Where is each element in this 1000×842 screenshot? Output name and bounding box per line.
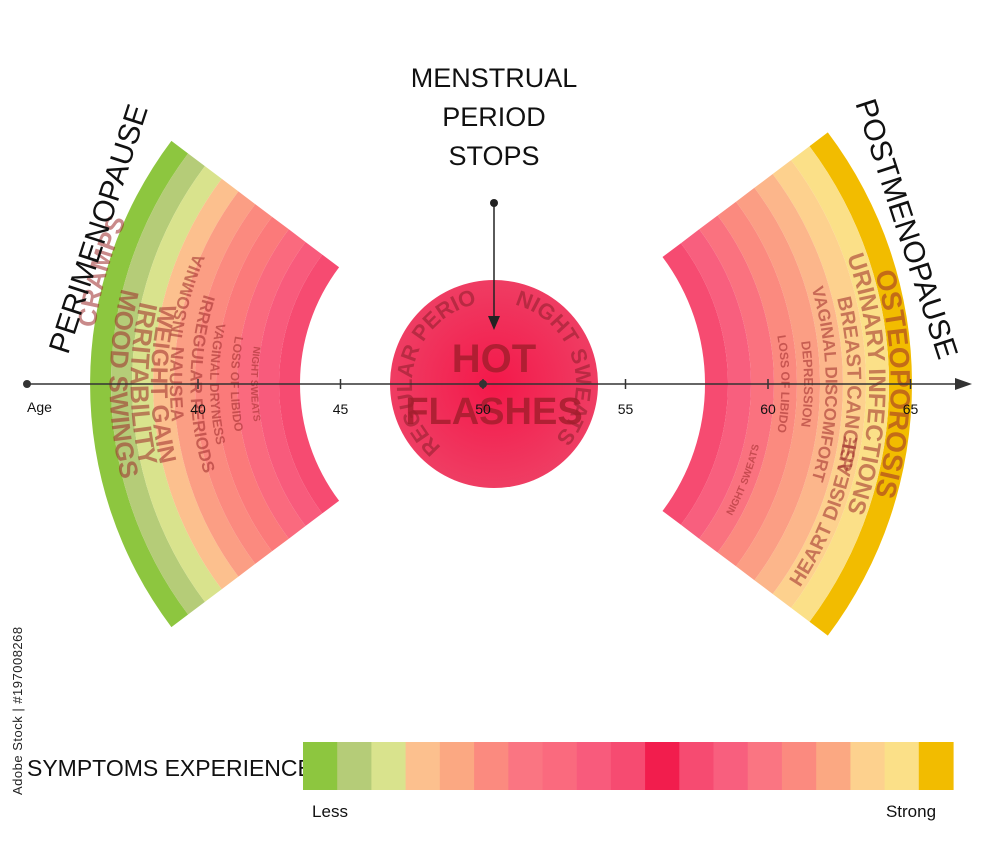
left-band-7 <box>237 229 306 539</box>
right-band-0 <box>809 132 913 636</box>
legend-title: SYMPTOMS EXPERIENCE <box>27 755 313 781</box>
left-band-2 <box>131 166 222 602</box>
axis-tick-label-55: 55 <box>618 401 634 417</box>
legend-less-label: Less <box>312 802 348 821</box>
left-band-8 <box>257 242 323 526</box>
legend-swatch-14 <box>781 742 817 790</box>
period-stops-callout: MENSTRUAL PERIOD STOPS <box>411 63 578 330</box>
legend-swatch-13 <box>747 742 783 790</box>
title-line-1: MENSTRUAL <box>411 63 578 93</box>
left-band-1 <box>110 153 205 615</box>
legend-swatch-9 <box>610 742 646 790</box>
legend-swatch-1 <box>337 742 372 790</box>
right-band-1 <box>791 146 890 622</box>
axis-tick-label-60: 60 <box>760 401 776 417</box>
legend-swatch-3 <box>405 742 441 790</box>
legend-swatch-7 <box>542 742 578 790</box>
axis-tick-label-45: 45 <box>333 401 349 417</box>
left-band-4 <box>173 191 256 577</box>
legend-swatch-2 <box>371 742 407 790</box>
axis-arrow <box>955 378 972 390</box>
center-title-line2: FLASHES <box>405 391 582 433</box>
axis-tick-label-65: 65 <box>903 401 919 417</box>
right-band-8 <box>662 243 729 525</box>
legend-swatch-0 <box>303 742 338 790</box>
right-band-3 <box>754 174 843 594</box>
right-band-6 <box>699 215 774 553</box>
legend-swatch-6 <box>508 742 544 790</box>
pointer-arrowhead <box>488 316 500 330</box>
right-band-4 <box>736 187 821 581</box>
left-band-0 <box>90 140 189 628</box>
legend-swatch-18 <box>918 742 954 790</box>
left-band-3 <box>153 178 239 590</box>
left-band-5 <box>195 204 272 564</box>
age-axis: Age 40 45 50 55 60 65 <box>23 378 972 417</box>
right-band-2 <box>772 160 867 608</box>
axis-start-label: Age <box>27 399 52 415</box>
legend-swatch-16 <box>850 742 886 790</box>
legend-swatch-15 <box>816 742 851 790</box>
right-band-7 <box>680 229 751 539</box>
axis-tick-label-50: 50 <box>475 401 491 417</box>
legend-swatch-17 <box>884 742 920 790</box>
stock-id-label: Adobe Stock | #197008268 <box>10 626 25 795</box>
left-band-6 <box>216 216 289 552</box>
right-band-5 <box>717 201 797 567</box>
legend-swatch-11 <box>679 742 715 790</box>
center-title-line1: HOT <box>452 337 536 381</box>
axis-tick-label-40: 40 <box>190 401 206 417</box>
legend-swatch-12 <box>713 742 749 790</box>
legend-swatch-4 <box>439 742 475 790</box>
title-line-3: STOPS <box>448 141 539 171</box>
axis-midpoint-dot <box>479 380 487 388</box>
legend-swatch-8 <box>576 742 612 790</box>
legend-swatch-10 <box>645 742 680 790</box>
legend-strong-label: Strong <box>886 802 936 821</box>
title-line-2: PERIOD <box>442 102 546 132</box>
left-band-9 <box>278 254 340 514</box>
axis-origin-dot <box>23 380 31 388</box>
symptoms-legend: SYMPTOMS EXPERIENCE Less Strong <box>27 742 954 821</box>
legend-swatch-5 <box>474 742 509 790</box>
